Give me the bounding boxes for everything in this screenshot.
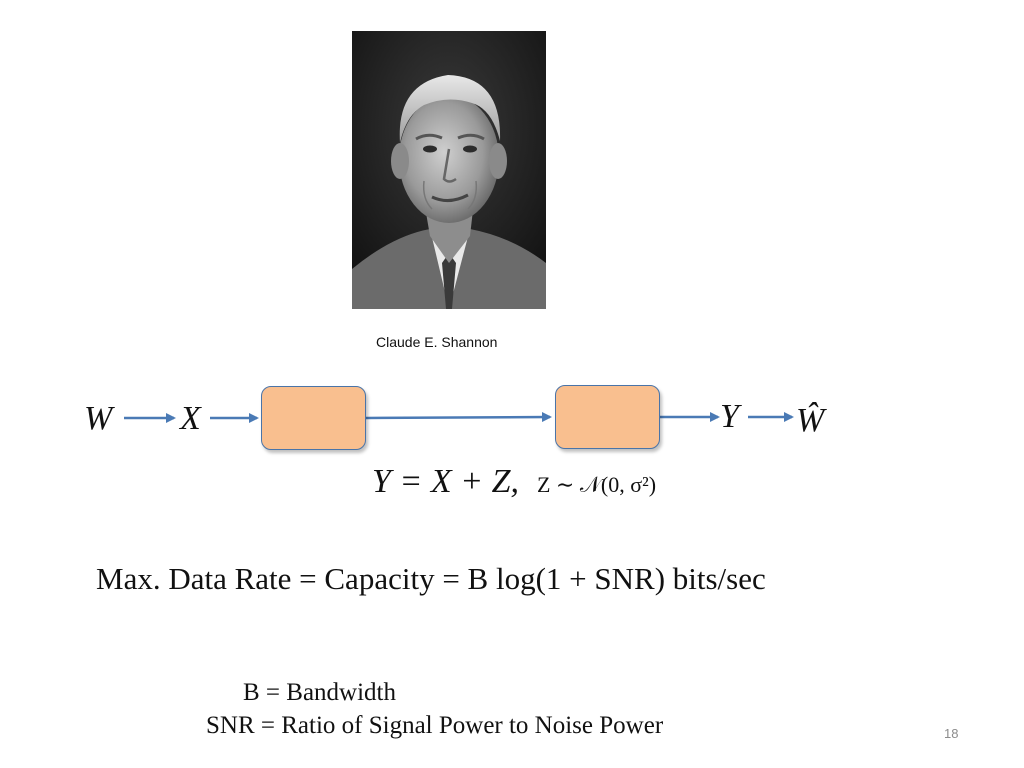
portrait-caption: Claude E. Shannon (376, 334, 498, 350)
noise-distribution: Z ∼ 𝒩(0, σ²) (536, 472, 657, 497)
channel-output-symbol: Y (720, 398, 739, 435)
input-message-symbol: W (84, 400, 113, 437)
definitions: B = Bandwidth SNR = Ratio of Signal Powe… (206, 677, 663, 742)
arrow-encoder-to-decoder (365, 412, 552, 423)
shannon-portrait (352, 31, 546, 309)
channel-equation-main: Y = X + Z, (372, 463, 519, 500)
decoded-message-symbol: Ŵ (796, 402, 825, 439)
encoded-input-symbol: X (180, 400, 201, 437)
channel-block-diagram: W X Y Ŵ (0, 370, 1024, 470)
decoder-block (555, 385, 660, 449)
encoder-block (261, 386, 366, 450)
bandwidth-definition: B = Bandwidth (243, 679, 396, 706)
snr-definition: SNR = Ratio of Signal Power to Noise Pow… (206, 711, 664, 739)
capacity-formula: Max. Data Rate = Capacity = B log(1 + SN… (96, 561, 766, 596)
page-number: 18 (944, 726, 959, 741)
channel-equation: Y = X + Z, Z ∼ 𝒩(0, σ²) (372, 465, 656, 499)
